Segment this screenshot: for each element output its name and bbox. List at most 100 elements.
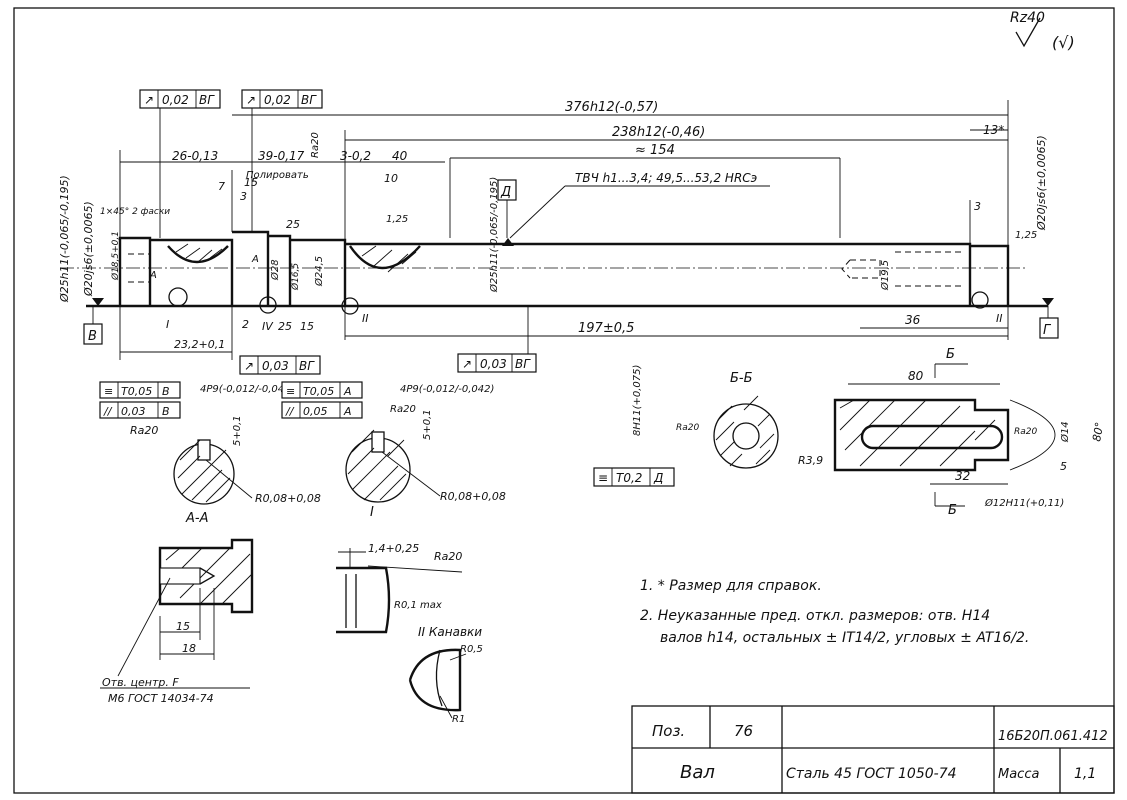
svg-text:Б: Б xyxy=(946,347,955,362)
svg-text:ВГ: ВГ xyxy=(301,93,317,107)
svg-text:15: 15 xyxy=(244,176,258,189)
svg-text:≡: ≡ xyxy=(104,385,113,398)
svg-text:А: А xyxy=(149,270,157,281)
svg-text:1,25: 1,25 xyxy=(386,214,408,225)
section-i: ≡ T0,05 А // 0,05 А Ra20 4P9(-0,012/-0,0… xyxy=(281,381,506,520)
svg-text:1,25: 1,25 xyxy=(1015,230,1037,241)
svg-text:Ø25h11(-0,065/-0,195): Ø25h11(-0,065/-0,195) xyxy=(58,175,71,303)
svg-text:R0,5: R0,5 xyxy=(460,644,483,655)
top-dimensions: 376h12(-0,57) 238h12(-0,46) ≈ 154 26-0,1… xyxy=(120,100,1037,241)
svg-text:≡: ≡ xyxy=(598,471,608,485)
svg-text:ВГ: ВГ xyxy=(199,93,215,107)
section-markers: А А I xyxy=(149,254,259,331)
svg-text:80°: 80° xyxy=(1090,421,1106,442)
svg-text:80: 80 xyxy=(908,369,924,383)
svg-text:Ra20: Ra20 xyxy=(130,424,158,437)
svg-text:А: А xyxy=(343,405,352,418)
technical-notes: 1. * Размер для справок. 2. Неуказанные … xyxy=(640,578,1029,646)
svg-text:валов h14, остальных ± IT14/2,: валов h14, остальных ± IT14/2, угловых ±… xyxy=(660,630,1029,646)
svg-text:↗: ↗ xyxy=(246,93,256,107)
svg-text:↗: ↗ xyxy=(244,359,254,373)
svg-text:15: 15 xyxy=(300,320,314,333)
svg-text:36: 36 xyxy=(905,313,921,327)
groove-detail: 1,4+0,25 Ra20 R0,1 max II Канавки R0,5 R… xyxy=(336,542,483,725)
svg-text:ВГ: ВГ xyxy=(299,359,315,373)
svg-text:Б: Б xyxy=(948,503,957,518)
svg-text:Ø28: Ø28 xyxy=(269,259,281,281)
svg-text:II: II xyxy=(362,312,369,325)
svg-text:≈ 154: ≈ 154 xyxy=(635,143,675,158)
svg-text:Г: Г xyxy=(1043,323,1052,338)
svg-text:Ø12H11(+0,11): Ø12H11(+0,11) xyxy=(984,497,1064,509)
svg-text://: // xyxy=(285,405,295,418)
svg-text:Отв. центр. F: Отв. центр. F xyxy=(102,676,179,689)
svg-text:1×45° 2 фаски: 1×45° 2 фаски xyxy=(100,207,170,217)
section-b-b: Б-Б 8H11(+0,075) Ra20 ≡ T0,2 Д xyxy=(593,365,779,487)
svg-text:0,03: 0,03 xyxy=(480,357,507,371)
title-material: Сталь 45 ГОСТ 1050-74 xyxy=(786,766,957,782)
tolerance-frame-runout-d: ↗ 0,03 ВГ xyxy=(457,306,537,373)
svg-text:4P9(-0,012/-0,042): 4P9(-0,012/-0,042) xyxy=(200,384,294,395)
title-pos-value: 76 xyxy=(734,722,753,740)
svg-text:40: 40 xyxy=(392,149,408,163)
svg-text:R1: R1 xyxy=(452,714,465,725)
svg-text:1,4+0,25: 1,4+0,25 xyxy=(368,542,419,555)
svg-text:5+0,1: 5+0,1 xyxy=(232,415,243,446)
svg-text:А: А xyxy=(343,385,352,398)
svg-text:Полировать: Полировать xyxy=(246,170,309,181)
svg-text:Ra20: Ra20 xyxy=(434,550,462,563)
svg-text:2: 2 xyxy=(242,318,249,331)
svg-text:5: 5 xyxy=(1060,460,1067,473)
svg-text:Ø24,5: Ø24,5 xyxy=(313,256,325,287)
svg-text:T0,2: T0,2 xyxy=(616,471,642,485)
svg-text:4P9(-0,012/-0,042): 4P9(-0,012/-0,042) xyxy=(400,384,494,395)
title-scale: 1,1 xyxy=(1074,766,1096,782)
svg-text:ВГ: ВГ xyxy=(515,357,531,371)
svg-text:Б-Б: Б-Б xyxy=(730,371,753,386)
svg-text:R0,1 max: R0,1 max xyxy=(394,600,442,611)
hardness-note: ТВЧ h1...3,4; 49,5...53,2 HRCэ xyxy=(509,171,770,239)
svg-text:ТВЧ h1...3,4; 49,5...53,2 HRCэ: ТВЧ h1...3,4; 49,5...53,2 HRCэ xyxy=(575,171,757,185)
svg-text:1. * Размер для справок.: 1. * Размер для справок. xyxy=(640,578,822,594)
title-mass-label: Масса xyxy=(998,767,1039,782)
svg-text:0,02: 0,02 xyxy=(264,93,291,107)
tolerance-frame-runout-a: ↗ 0,02 ВГ xyxy=(139,89,221,238)
svg-text:Ø18,5+0,1: Ø18,5+0,1 xyxy=(110,231,121,281)
svg-text:0,03: 0,03 xyxy=(262,359,289,373)
svg-text:Д: Д xyxy=(653,471,663,485)
svg-text:Ø16,5: Ø16,5 xyxy=(290,263,301,291)
svg-text://: // xyxy=(103,405,113,418)
svg-text:Ra20: Ra20 xyxy=(676,423,699,433)
svg-text:I: I xyxy=(166,318,169,331)
svg-text:↗: ↗ xyxy=(462,357,472,371)
svg-text:Ra20: Ra20 xyxy=(390,404,416,415)
svg-text:Ø19,5: Ø19,5 xyxy=(879,260,891,291)
svg-text:15: 15 xyxy=(176,620,190,633)
svg-text:R3,9: R3,9 xyxy=(798,454,823,467)
svg-text:≡: ≡ xyxy=(286,385,295,398)
svg-text:В: В xyxy=(162,405,170,418)
svg-text:T0,05: T0,05 xyxy=(121,385,152,398)
diameter-labels: Ø25h11(-0,065/-0,195) Ø20js6(±0,0065) Ø2… xyxy=(58,135,1048,303)
svg-text:В: В xyxy=(88,329,97,344)
svg-text:I: I xyxy=(370,505,374,520)
svg-text:Ø20js6(±0,0065): Ø20js6(±0,0065) xyxy=(1035,135,1048,231)
tolerance-frame-runout-b: ↗ 0,02 ВГ xyxy=(241,89,323,232)
svg-text:376h12(-0,57): 376h12(-0,57) xyxy=(565,100,658,115)
svg-text:Ra20: Ra20 xyxy=(310,132,321,158)
center-hole-detail: 15 18 Отв. центр. F М6 ГОСТ 14034-74 xyxy=(100,538,254,705)
svg-text:Ø20js6(±0,0065): Ø20js6(±0,0065) xyxy=(82,201,95,297)
title-name: Вал xyxy=(680,762,715,783)
svg-text:197±0,5: 197±0,5 xyxy=(578,321,634,336)
svg-text:8H11(+0,075): 8H11(+0,075) xyxy=(632,365,643,436)
svg-text:Д: Д xyxy=(500,185,511,200)
svg-text:Ø14: Ø14 xyxy=(1059,421,1071,443)
bottom-dimensions: 197±0,5 36 23,2+0,1 2 25 15 II IV II xyxy=(120,312,1008,353)
svg-text:7: 7 xyxy=(218,180,225,193)
svg-text:(√): (√) xyxy=(1052,33,1075,52)
svg-text:T0,05: T0,05 xyxy=(303,385,334,398)
svg-text:IV: IV xyxy=(262,320,274,333)
svg-text:25: 25 xyxy=(278,320,292,333)
title-code: 16Б20П.061.412 xyxy=(998,729,1108,744)
svg-text:5+0,1: 5+0,1 xyxy=(422,409,433,440)
